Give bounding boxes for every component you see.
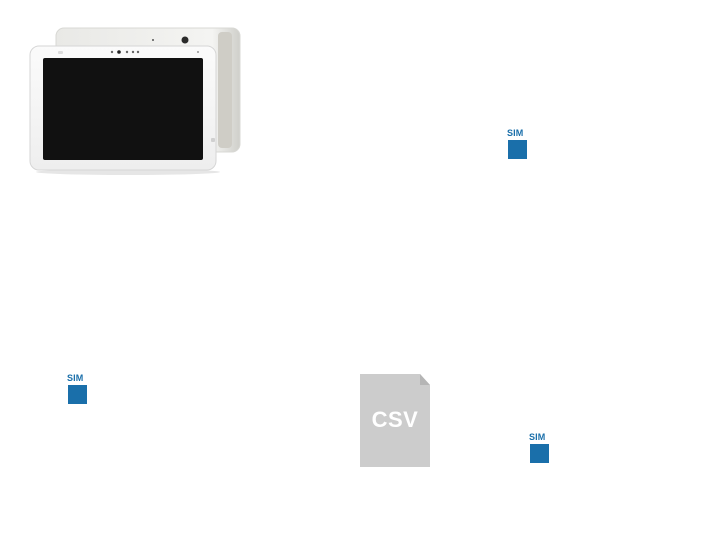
- sim-icon: [508, 140, 527, 159]
- csv-file-icon: CSV: [360, 374, 430, 467]
- sim-label: SIM: [67, 373, 84, 383]
- sim-icon: [530, 444, 549, 463]
- sim-label: SIM: [529, 432, 546, 442]
- sim-label: SIM: [507, 128, 524, 138]
- sim-badge: SIM: [529, 432, 553, 463]
- sim-badge: SIM: [507, 128, 531, 159]
- sim-icon: [68, 385, 87, 404]
- csv-label: CSV: [371, 407, 419, 432]
- sim-badge: SIM: [67, 373, 91, 404]
- tablet-device-image: [28, 26, 242, 176]
